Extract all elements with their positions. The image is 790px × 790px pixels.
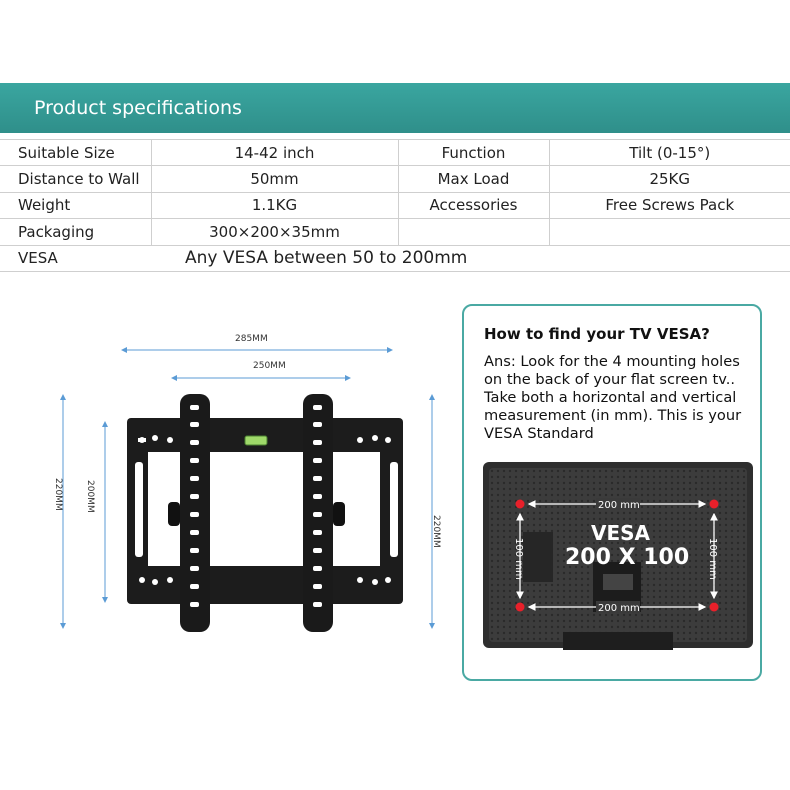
mounting-hole (709, 602, 719, 612)
mounting-hole (709, 499, 719, 509)
table-row: Packaging 300×200×35mm (0, 218, 790, 246)
spec-label: Weight (0, 192, 152, 220)
spec-value: 50mm (151, 165, 399, 193)
table-row: Distance to Wall 50mm Max Load 25KG (0, 165, 790, 193)
spec-value: 25KG (549, 165, 790, 193)
dimension-label: 250MM (253, 361, 286, 371)
mounting-hole (515, 602, 525, 612)
spec-label: Distance to Wall (0, 165, 152, 193)
mounting-hole (515, 499, 525, 509)
horizontal-measure-top: 200 mm (598, 500, 640, 511)
spec-label: Max Load (398, 165, 550, 193)
spec-value: Any VESA between 50 to 200mm (151, 245, 790, 272)
spec-label: Packaging (0, 218, 152, 246)
tv-back-image: 200 mm 200 mm 100 mm 100 mm VESA 200 X 1… (483, 462, 753, 650)
spec-value: 300×200×35mm (151, 218, 399, 246)
horizontal-measure-bottom: 200 mm (598, 603, 640, 614)
vertical-measure-right: 100 mm (707, 538, 718, 580)
vesa-size-label: 200 X 100 (565, 545, 689, 570)
spec-label: VESA (0, 245, 151, 272)
dimension-label: 220MM (431, 515, 441, 548)
spec-label: Accessories (398, 192, 550, 220)
section-header: Product specifications (0, 83, 790, 133)
vesa-info-box: How to find your TV VESA? Ans: Look for … (462, 304, 762, 681)
spec-label (398, 218, 550, 246)
spec-table: Suitable Size 14-42 inch Function Tilt (… (0, 138, 790, 272)
info-body: Ans: Look for the 4 mounting holes on th… (484, 353, 742, 442)
wall-mount-bracket (127, 394, 403, 632)
spec-label: Function (398, 138, 550, 167)
spec-value: Free Screws Pack (549, 192, 790, 220)
dimension-label: 200MM (85, 480, 95, 513)
spec-value: 14-42 inch (151, 138, 399, 167)
mount-diagram: 285MM 250MM 220MM 200MM 220MM (53, 334, 441, 632)
vesa-label: VESA (591, 521, 651, 545)
info-title: How to find your TV VESA? (484, 325, 710, 343)
dimension-label: 220MM (53, 478, 63, 511)
section-title: Product specifications (34, 97, 242, 119)
table-row: Suitable Size 14-42 inch Function Tilt (… (0, 138, 790, 167)
spec-value: Tilt (0-15°) (549, 138, 790, 167)
table-row: Weight 1.1KG Accessories Free Screws Pac… (0, 192, 790, 220)
spec-value (549, 218, 790, 246)
dimension-label: 285MM (235, 334, 268, 344)
spec-value: 1.1KG (151, 192, 399, 220)
table-row-vesa: VESA Any VESA between 50 to 200mm (0, 245, 790, 272)
spec-label: Suitable Size (0, 138, 152, 167)
vertical-measure-left: 100 mm (513, 538, 524, 580)
